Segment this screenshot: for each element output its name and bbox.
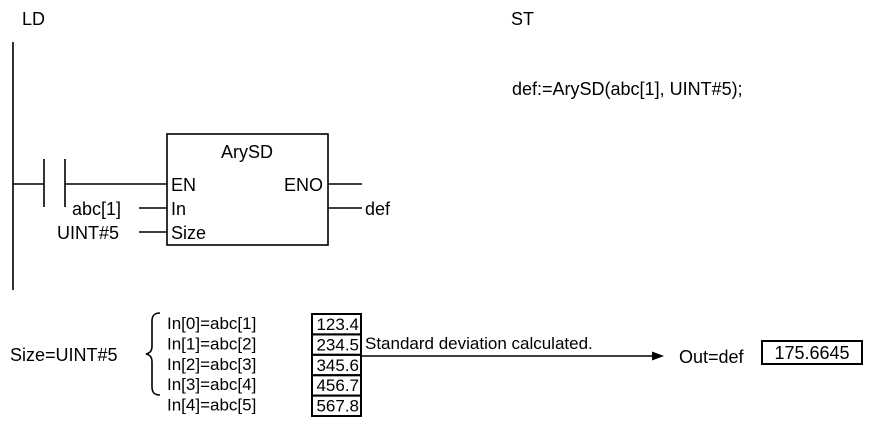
out-value: 175.6645 <box>774 343 849 363</box>
element-label: In[1]=abc[2] <box>167 334 256 353</box>
element-label: In[0]=abc[1] <box>167 314 256 333</box>
arrow-head-icon <box>652 351 664 361</box>
size-argument: UINT#5 <box>57 223 119 243</box>
example-out-label: Out=def <box>679 347 745 367</box>
st-code: def:=ArySD(abc[1], UINT#5); <box>512 79 743 99</box>
example-size-label: Size=UINT#5 <box>10 345 118 365</box>
array-elements: In[0]=abc[1] 123.4In[1]=abc[2] 234.5In[2]=… <box>167 313 362 418</box>
output-eno-label: ENO <box>284 175 323 195</box>
function-block <box>166 133 329 246</box>
input-in-label: In <box>171 199 186 219</box>
element-label: In[3]=abc[4] <box>167 375 256 394</box>
element-value: 234.5 <box>316 335 359 354</box>
example-brace <box>145 312 161 396</box>
st-heading: ST <box>511 9 534 29</box>
input-size-label: Size <box>171 223 206 243</box>
input-en-label: EN <box>171 175 196 195</box>
contact-no <box>13 159 167 207</box>
in-argument: abc[1] <box>72 199 121 219</box>
arrow-caption: Standard deviation calculated. <box>365 334 593 353</box>
function-block-name: ArySD <box>221 142 273 162</box>
element-value: 456.7 <box>316 376 359 395</box>
out-argument: def <box>365 199 391 219</box>
element-label: In[4]=abc[5] <box>167 396 256 415</box>
element-label: In[2]=abc[3] <box>167 355 256 374</box>
element-value: 123.4 <box>316 315 359 334</box>
ld-heading: LD <box>22 9 45 29</box>
element-value: 567.8 <box>316 397 359 416</box>
element-value: 345.6 <box>316 356 359 375</box>
element-value-box <box>311 394 362 418</box>
out-value-box <box>761 340 863 365</box>
